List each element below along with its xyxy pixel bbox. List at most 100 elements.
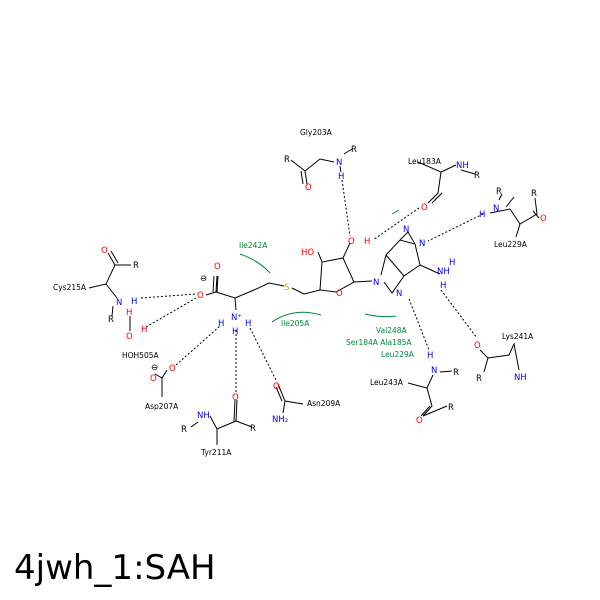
label-tyr211: Tyr211A bbox=[200, 448, 232, 457]
bond-ligand-chain bbox=[215, 275, 321, 299]
atom-r-cys215: R bbox=[133, 261, 139, 271]
label-asp207: Asp207A bbox=[145, 402, 179, 411]
atom-r-leu243: R bbox=[453, 368, 459, 378]
page-title: 4jwh_1:SAH bbox=[14, 548, 216, 588]
hbond-gly203 bbox=[341, 179, 351, 237]
atom-o-leu183: O bbox=[421, 203, 428, 213]
bond-asp207 bbox=[154, 369, 168, 397]
atom-minus-asp207: ⊖ bbox=[151, 363, 158, 373]
atom-h2-nh2: H bbox=[440, 281, 446, 291]
hbond-hoh bbox=[145, 297, 197, 328]
label-cys215: Cys215A bbox=[53, 283, 87, 292]
bond-carboxylate-o bbox=[212, 275, 219, 293]
atom-o2-asp207: O bbox=[150, 374, 157, 384]
hbond-cys215 bbox=[140, 293, 197, 299]
atom-r-lys241: R bbox=[476, 374, 482, 384]
atom-h-ribose-3: H bbox=[364, 237, 370, 247]
atom-h-cys215: H bbox=[131, 297, 137, 307]
label-leu243: Leu243A bbox=[370, 378, 404, 387]
bond-leu243 bbox=[407, 370, 453, 417]
atom-o-tyr211: O bbox=[232, 393, 239, 403]
label-leu229-hyd: Leu229A bbox=[381, 350, 415, 359]
atom-n-cys215: N bbox=[116, 298, 122, 308]
arc-leu183-small bbox=[391, 209, 400, 215]
bond-leu183 bbox=[417, 161, 457, 204]
atom-o-leu243: O bbox=[416, 416, 423, 426]
bond-gly203 bbox=[290, 158, 335, 172]
bond-gly203-nh bbox=[339, 165, 342, 173]
hbond-lys241 bbox=[440, 289, 478, 339]
atom-ho-ribose: HO bbox=[301, 248, 314, 258]
label-lys241: Lys241A bbox=[502, 332, 534, 341]
bond-tyr211 bbox=[190, 399, 253, 445]
atom-o-asn209: O bbox=[273, 382, 280, 392]
hbond-leu183 bbox=[372, 207, 420, 241]
atom-r-leu183: R bbox=[474, 171, 480, 181]
bond-cys215-n bbox=[105, 283, 118, 317]
atom-o-gly203: O bbox=[305, 183, 312, 193]
bond-gly203-co bbox=[300, 170, 308, 185]
bond-adenine bbox=[380, 239, 421, 294]
bond-gly203-r bbox=[343, 148, 353, 155]
atom-r2-leu243: R bbox=[448, 403, 454, 413]
atom-h2-hoh: H bbox=[126, 308, 132, 318]
atom-s: S bbox=[284, 283, 289, 293]
arc-ile242 bbox=[239, 253, 271, 274]
atom-o-hoh: O bbox=[126, 332, 133, 342]
atom-n9: N bbox=[373, 278, 379, 288]
atom-r2-leu229: R bbox=[531, 189, 537, 199]
atom-h-hoh: H bbox=[141, 325, 147, 335]
bond-leu229-n bbox=[498, 193, 515, 208]
bond-leu183-r bbox=[460, 169, 476, 175]
bond-carboxylate-o2 bbox=[205, 291, 217, 296]
atom-h-leu243: H bbox=[427, 351, 433, 361]
label-leu229: Leu229A bbox=[494, 240, 528, 249]
atom-r2-gly203: R bbox=[351, 145, 357, 155]
label-asn209: Asn209A bbox=[307, 399, 341, 408]
atom-o-carboxyl: O bbox=[214, 262, 221, 272]
arc-val248 bbox=[364, 313, 397, 318]
atom-minus-carboxyl: ⊖ bbox=[200, 274, 207, 284]
bond-adenine-inner bbox=[385, 231, 441, 277]
atom-nh-lys241: NH bbox=[514, 373, 527, 383]
atom-o-cys215: O bbox=[101, 246, 108, 256]
atom-r-tyr211: R bbox=[181, 425, 187, 435]
atom-n1: N bbox=[403, 225, 409, 235]
atom-nh-leu183: NH bbox=[456, 161, 469, 171]
atom-r2-cys215: R bbox=[108, 315, 114, 325]
atom-o-ribose-3: O bbox=[348, 237, 355, 247]
bond-ribose-ring bbox=[319, 257, 355, 293]
atom-nh-tyr211: NH bbox=[197, 411, 210, 421]
atom-n-leu229: N bbox=[493, 204, 499, 214]
atom-h-leu229: H bbox=[479, 210, 485, 220]
atom-n-leu243: N bbox=[431, 366, 437, 376]
hbond-leu243 bbox=[408, 298, 430, 351]
hbonds bbox=[140, 179, 484, 392]
atom-h-amine1: H bbox=[218, 319, 224, 329]
label-ser-ala: Ser184A Ala185A bbox=[346, 338, 412, 347]
label-leu183: Leu183A bbox=[408, 157, 442, 166]
bond-amine bbox=[234, 297, 237, 311]
atom-n-gly203: N bbox=[336, 158, 342, 168]
atom-n7: N bbox=[396, 289, 402, 299]
bond-asn209 bbox=[275, 383, 304, 414]
bond-leu229 bbox=[489, 197, 540, 238]
atom-nh-adenine: NH bbox=[437, 267, 450, 277]
label-gly203: Gly203A bbox=[300, 128, 333, 137]
atom-h-amine2: H bbox=[245, 319, 251, 329]
atom-o-asp207: O bbox=[169, 364, 176, 374]
atom-r-leu229: R bbox=[496, 187, 502, 197]
hbond-leu229 bbox=[427, 213, 484, 242]
atom-o-ribose-ring: O bbox=[336, 289, 343, 299]
hbond-asn209 bbox=[249, 327, 278, 383]
bonds bbox=[88, 148, 540, 445]
hydrophobic-arcs bbox=[239, 209, 400, 323]
hbond-asp207 bbox=[175, 325, 221, 366]
atom-h-nh2: H bbox=[449, 258, 455, 268]
atom-n3: N bbox=[419, 239, 425, 249]
atom-r-gly203: R bbox=[284, 155, 290, 165]
label-hoh505: HOH505A bbox=[122, 351, 159, 360]
atom-nh2-asn209: NH₂ bbox=[272, 415, 288, 425]
